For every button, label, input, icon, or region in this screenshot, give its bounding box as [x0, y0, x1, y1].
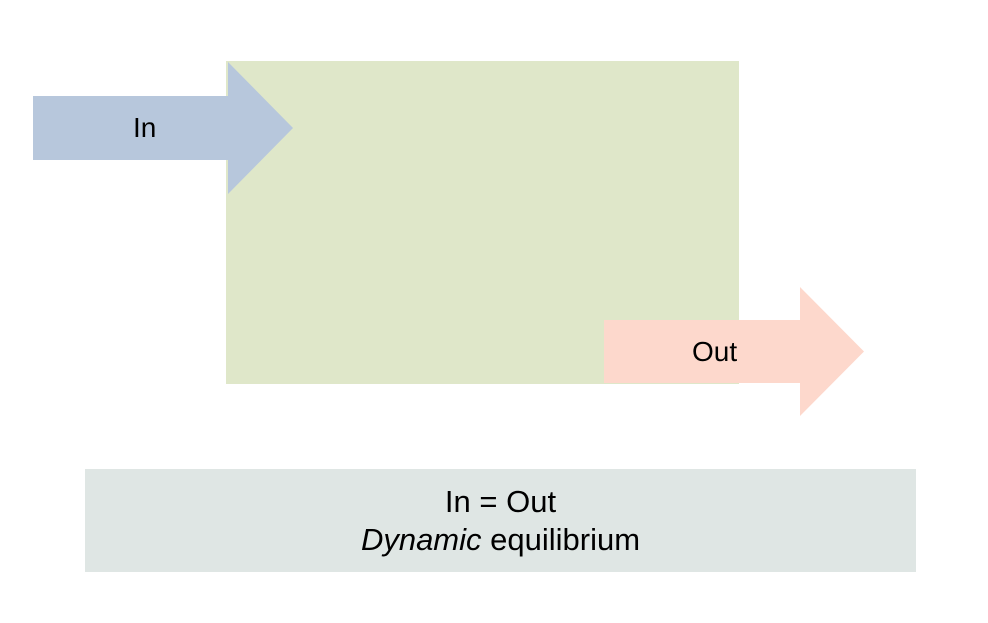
inflow-arrow: In: [33, 62, 293, 194]
caption-emphasis: Dynamic: [360, 521, 482, 557]
inflow-arrow-shape: [33, 62, 293, 194]
inflow-label: In: [133, 112, 157, 143]
caption-rest: equilibrium: [481, 521, 641, 557]
outflow-arrow: Out: [604, 287, 864, 416]
equilibrium-caption: In = Out Dynamic equilibrium: [85, 469, 916, 572]
caption-equation: In = Out: [444, 484, 557, 520]
outflow-label: Out: [692, 336, 738, 367]
inflow-arrow-polygon: [33, 62, 293, 194]
outflow-arrow-polygon: [604, 287, 864, 416]
outflow-arrow-shape: [604, 287, 864, 416]
caption-description: Dynamic equilibrium: [361, 521, 640, 558]
